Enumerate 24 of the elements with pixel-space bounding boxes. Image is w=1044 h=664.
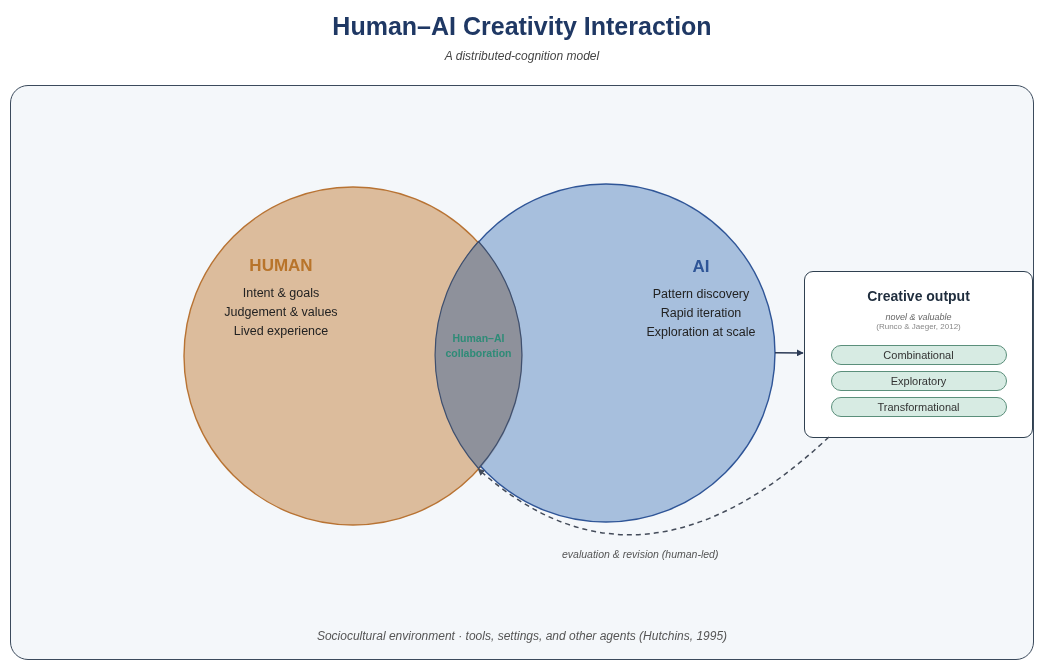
output-card <box>804 271 1033 438</box>
card-title: Creative output <box>867 288 970 304</box>
arrow <box>477 436 830 536</box>
diagram-subtitle: A distributed-cognition model <box>443 49 601 63</box>
arrow <box>774 349 804 357</box>
citation-text: (Runco & Jaeger, 2012) <box>876 322 961 331</box>
trait-text: Rapid iteration <box>660 306 742 320</box>
trait-text: Pattern discovery <box>652 287 750 301</box>
trait-text: Exploration at scale <box>646 325 756 339</box>
diagram-title: Human–AI Creativity Interaction <box>331 12 713 41</box>
circle-heading: HUMAN <box>249 256 313 276</box>
overlap-region <box>435 241 522 469</box>
card-subtitle: novel & valuable <box>885 312 952 322</box>
trait-text: Lived experience <box>233 324 329 338</box>
circle-heading: AI <box>692 257 710 277</box>
overlap-label: Human–AI collaboration <box>444 331 513 361</box>
category-pill: Combinational <box>830 345 1007 365</box>
footnote-text: Sociocultural environment · tools, settings, and other agents (Hutchins, 1995) <box>315 629 729 643</box>
environment-panel <box>10 85 1034 660</box>
category-pill: Exploratory <box>830 371 1007 391</box>
trait-text: Intent & goals <box>242 286 320 300</box>
edge-label: evaluation & revision (human-led) <box>560 548 721 560</box>
trait-text: Judgement & values <box>224 305 338 319</box>
category-pill: Transformational <box>830 397 1007 417</box>
